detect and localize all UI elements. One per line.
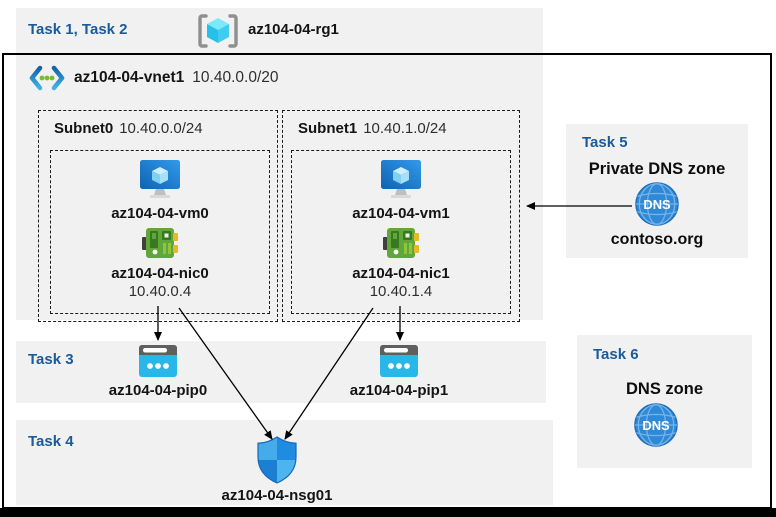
vnet-cidr: 10.40.0.0/20 xyxy=(192,69,279,86)
pip0-icon xyxy=(139,345,177,377)
task-3-label: Task 3 xyxy=(28,351,74,368)
nsg-label: az104-04-nsg01 xyxy=(221,487,333,504)
task-4-label: Task 4 xyxy=(28,433,74,450)
task-6-label: Task 6 xyxy=(593,346,639,363)
task-5-label: Task 5 xyxy=(582,134,628,151)
subnet1-title: Subnet1 10.40.1.0/24 xyxy=(283,111,519,137)
private-dns-icon: DNS xyxy=(635,182,679,226)
task3-band: Task 3 xyxy=(16,341,546,403)
vm1-icon xyxy=(380,159,422,199)
vm0-icon xyxy=(139,159,181,199)
task6-box: Task 6 DNS zone DNS xyxy=(577,335,752,468)
resource-group-band: Task 1, Task 2 az104-04-rg1 xyxy=(16,8,543,53)
task-1-2-label: Task 1, Task 2 xyxy=(28,21,128,38)
nsg-group: az104-04-nsg01 xyxy=(197,436,357,504)
resource-group-name: az104-04-rg1 xyxy=(248,21,339,38)
pip0-label: az104-04-pip0 xyxy=(108,382,208,399)
pip1-label: az104-04-pip1 xyxy=(349,382,449,399)
subnet0-title: Subnet0 10.40.0.0/24 xyxy=(39,111,277,137)
nsg-shield-icon xyxy=(257,436,297,484)
nic0-icon xyxy=(142,226,178,260)
subnet1-cidr: 10.40.1.0/24 xyxy=(363,120,447,137)
vm0-label: az104-04-vm0 xyxy=(111,205,209,222)
svg-text:DNS: DNS xyxy=(642,418,670,433)
subnet1-box: Subnet1 10.40.1.0/24 xyxy=(282,110,520,322)
pip1-icon xyxy=(380,345,418,377)
nic0-ip: 10.40.0.4 xyxy=(128,283,192,300)
subnet1-name: Subnet1 xyxy=(298,120,358,137)
private-dns-zone-title: Private DNS zone xyxy=(588,160,726,178)
nic1-icon xyxy=(383,226,419,260)
subnet0-inner-box: az104-04-vm0 az104-04-nic0 10.40.0.4 xyxy=(50,150,270,314)
svg-text:DNS: DNS xyxy=(643,197,671,212)
nic0-label: az104-04-nic0 xyxy=(111,265,209,282)
bottom-border-bar xyxy=(0,508,776,517)
subnet0-name: Subnet0 xyxy=(54,120,114,137)
vnet-area: az104-04-vnet1 10.40.0.0/20 xyxy=(16,55,543,320)
vnet-header: az104-04-vnet1 10.40.0.0/20 xyxy=(28,64,279,92)
pip0-group: az104-04-pip0 xyxy=(98,345,218,399)
resource-group-icon xyxy=(196,12,240,50)
vnet-icon xyxy=(28,64,66,92)
nic1-ip: 10.40.1.4 xyxy=(369,283,433,300)
subnet1-inner-box: az104-04-vm1 az104-04-nic1 10.40.1.4 xyxy=(291,150,511,314)
dns-zone-icon: DNS xyxy=(634,403,678,447)
pip1-group: az104-04-pip1 xyxy=(339,345,459,399)
nic1-label: az104-04-nic1 xyxy=(352,265,450,282)
task5-box: Task 5 Private DNS zone DNS contoso.org xyxy=(566,124,748,258)
vm1-label: az104-04-vm1 xyxy=(352,205,450,222)
subnet0-cidr: 10.40.0.0/24 xyxy=(119,120,203,137)
private-dns-zone-name: contoso.org xyxy=(610,231,704,248)
vnet-name: az104-04-vnet1 xyxy=(74,69,185,86)
dns-zone-title: DNS zone xyxy=(625,380,703,398)
subnet0-box: Subnet0 10.40.0.0/24 xyxy=(38,110,278,322)
